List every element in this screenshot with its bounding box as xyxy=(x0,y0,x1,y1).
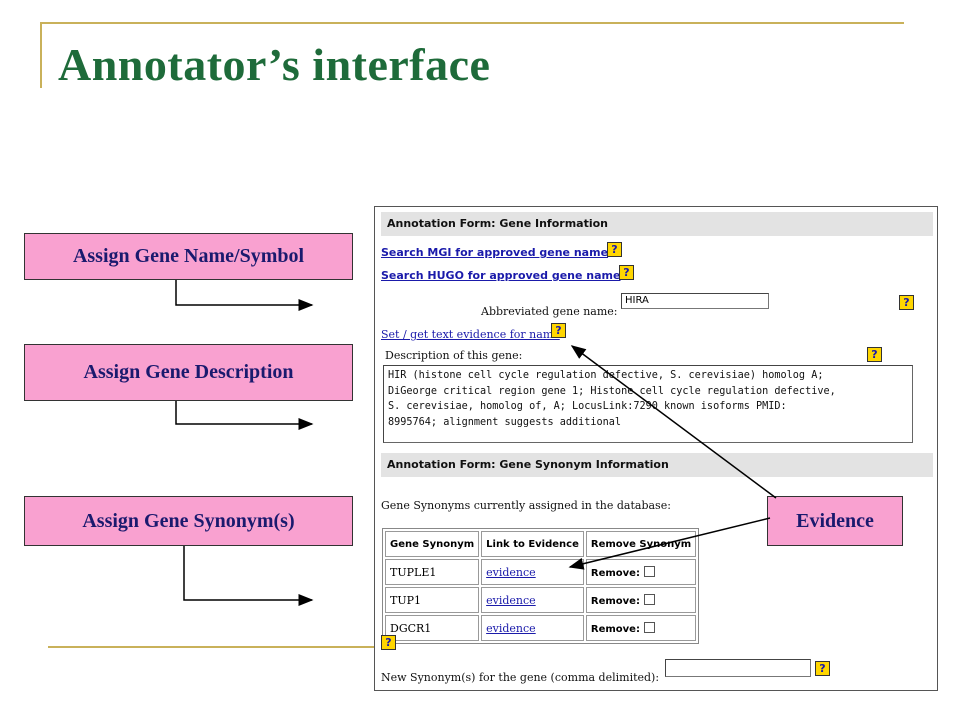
new-synonym-label: New Synonym(s) for the gene (comma delim… xyxy=(381,671,660,684)
arrow-icon xyxy=(183,546,314,606)
remove-checkbox[interactable] xyxy=(643,565,655,577)
table-row: DGCR1 evidence Remove: xyxy=(385,615,697,641)
left-rule xyxy=(40,22,42,88)
remove-label: Remove: xyxy=(590,623,640,635)
evidence-link[interactable]: evidence xyxy=(486,593,536,607)
gene-info-header: Annotation Form: Gene Information xyxy=(381,212,933,236)
remove-label: Remove: xyxy=(590,567,640,579)
evidence-link[interactable]: evidence xyxy=(486,621,536,635)
slide-title: Annotator’s interface xyxy=(58,39,491,90)
table-header-row: Gene Synonym Link to Evidence Remove Syn… xyxy=(385,531,697,557)
help-icon[interactable]: ? xyxy=(899,295,914,310)
remove-checkbox[interactable] xyxy=(643,593,655,605)
table-row: TUP1 evidence Remove: xyxy=(385,587,697,613)
arrow-icon xyxy=(568,517,771,570)
synonyms-label: Gene Synonyms currently assigned in the … xyxy=(381,499,671,512)
annotation-form-panel: Annotation Form: Gene Information Search… xyxy=(374,206,938,691)
synonym-name: TUP1 xyxy=(385,587,480,613)
help-icon[interactable]: ? xyxy=(815,661,830,676)
help-icon[interactable]: ? xyxy=(607,242,622,257)
assign-gene-name-box: Assign Gene Name/Symbol xyxy=(24,233,353,280)
assign-gene-description-box: Assign Gene Description xyxy=(24,344,353,401)
description-textarea[interactable]: HIR (histone cell cycle regulation defec… xyxy=(383,365,913,443)
synonym-table: Gene Synonym Link to Evidence Remove Syn… xyxy=(382,528,700,644)
arrow-icon xyxy=(175,401,314,430)
search-hugo-link[interactable]: Search HUGO for approved gene name xyxy=(381,269,621,282)
evidence-link[interactable]: evidence xyxy=(486,565,536,579)
synonym-name: DGCR1 xyxy=(385,615,480,641)
arrow-icon xyxy=(570,345,777,499)
remove-checkbox[interactable] xyxy=(643,621,655,633)
evidence-box: Evidence xyxy=(767,496,903,546)
synonym-name: TUPLE1 xyxy=(385,559,480,585)
column-header: Remove Synonym xyxy=(585,531,697,557)
new-synonym-input[interactable] xyxy=(665,659,811,677)
text-evidence-link[interactable]: Set / get text evidence for name xyxy=(381,328,560,341)
arrow-icon xyxy=(175,280,314,311)
assign-gene-synonyms-box: Assign Gene Synonym(s) xyxy=(24,496,353,546)
search-mgi-link[interactable]: Search MGI for approved gene name xyxy=(381,246,609,259)
description-label: Description of this gene: xyxy=(385,349,523,362)
help-icon[interactable]: ? xyxy=(551,323,566,338)
help-icon[interactable]: ? xyxy=(619,265,634,280)
help-icon[interactable]: ? xyxy=(381,635,396,650)
help-icon[interactable]: ? xyxy=(867,347,882,362)
column-header: Gene Synonym xyxy=(385,531,480,557)
table-row: TUPLE1 evidence Remove: xyxy=(385,559,697,585)
top-rule xyxy=(40,22,904,24)
abbreviated-name-label: Abbreviated gene name: xyxy=(481,305,618,318)
column-header: Link to Evidence xyxy=(481,531,584,557)
remove-label: Remove: xyxy=(590,595,640,607)
synonym-info-header: Annotation Form: Gene Synonym Informatio… xyxy=(381,453,933,477)
abbreviated-name-input[interactable]: HIRA xyxy=(621,293,769,309)
